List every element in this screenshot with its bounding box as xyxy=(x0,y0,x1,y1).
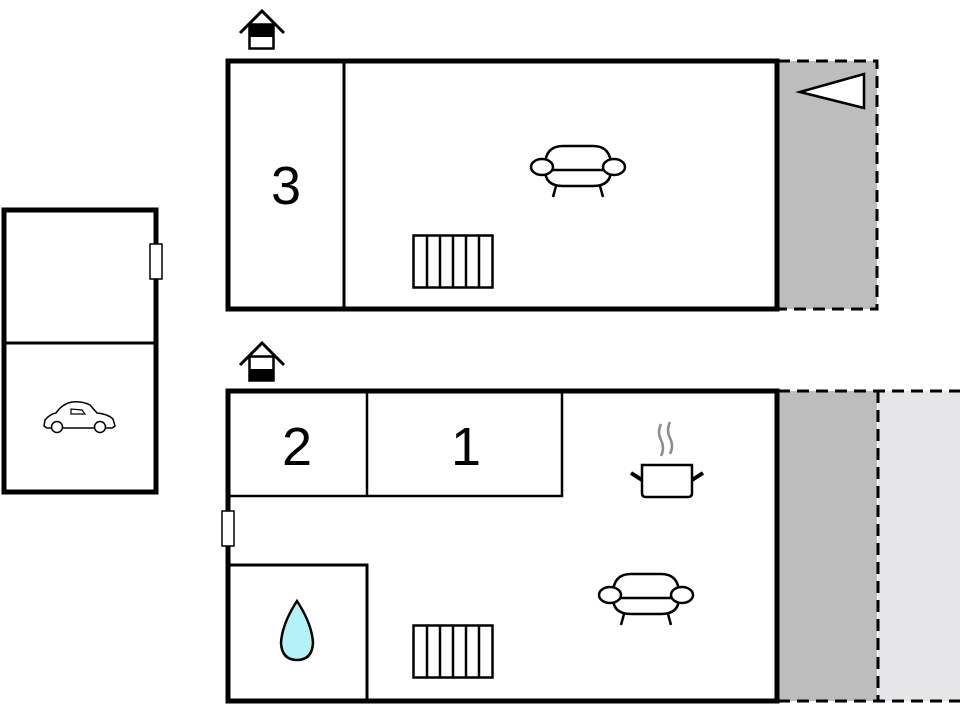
lower-floor-outline xyxy=(225,388,780,704)
triangle-direction-icon xyxy=(795,72,866,110)
covered-terrace-lower xyxy=(778,391,877,701)
covered-terrace-upper xyxy=(778,59,879,311)
garage-outline xyxy=(1,207,159,495)
upper-floor-outline xyxy=(225,58,780,312)
sofa-icon xyxy=(529,144,627,198)
room-label: 3 xyxy=(271,156,301,216)
sofa-icon xyxy=(597,572,695,626)
room-bedroom-3: 3 xyxy=(271,156,301,216)
lower-floor: 2 1 xyxy=(221,340,960,704)
water-drop-icon xyxy=(279,598,315,662)
radiator-icon xyxy=(412,624,494,679)
room-bedroom-2: 2 xyxy=(282,417,312,477)
window-icon xyxy=(221,510,235,547)
house-entrance-icon xyxy=(238,340,286,382)
radiator-icon xyxy=(412,234,494,289)
house-entrance-icon xyxy=(238,8,286,50)
room-bedroom-1: 1 xyxy=(451,417,481,477)
car-icon xyxy=(43,401,116,434)
open-terrace-lower xyxy=(878,391,960,701)
room-label: 2 xyxy=(282,417,312,477)
window-icon xyxy=(149,243,163,280)
cooking-pot-icon xyxy=(629,421,705,499)
room-label: 1 xyxy=(451,417,481,477)
upper-floor: 3 xyxy=(225,8,879,312)
garage xyxy=(1,207,163,495)
